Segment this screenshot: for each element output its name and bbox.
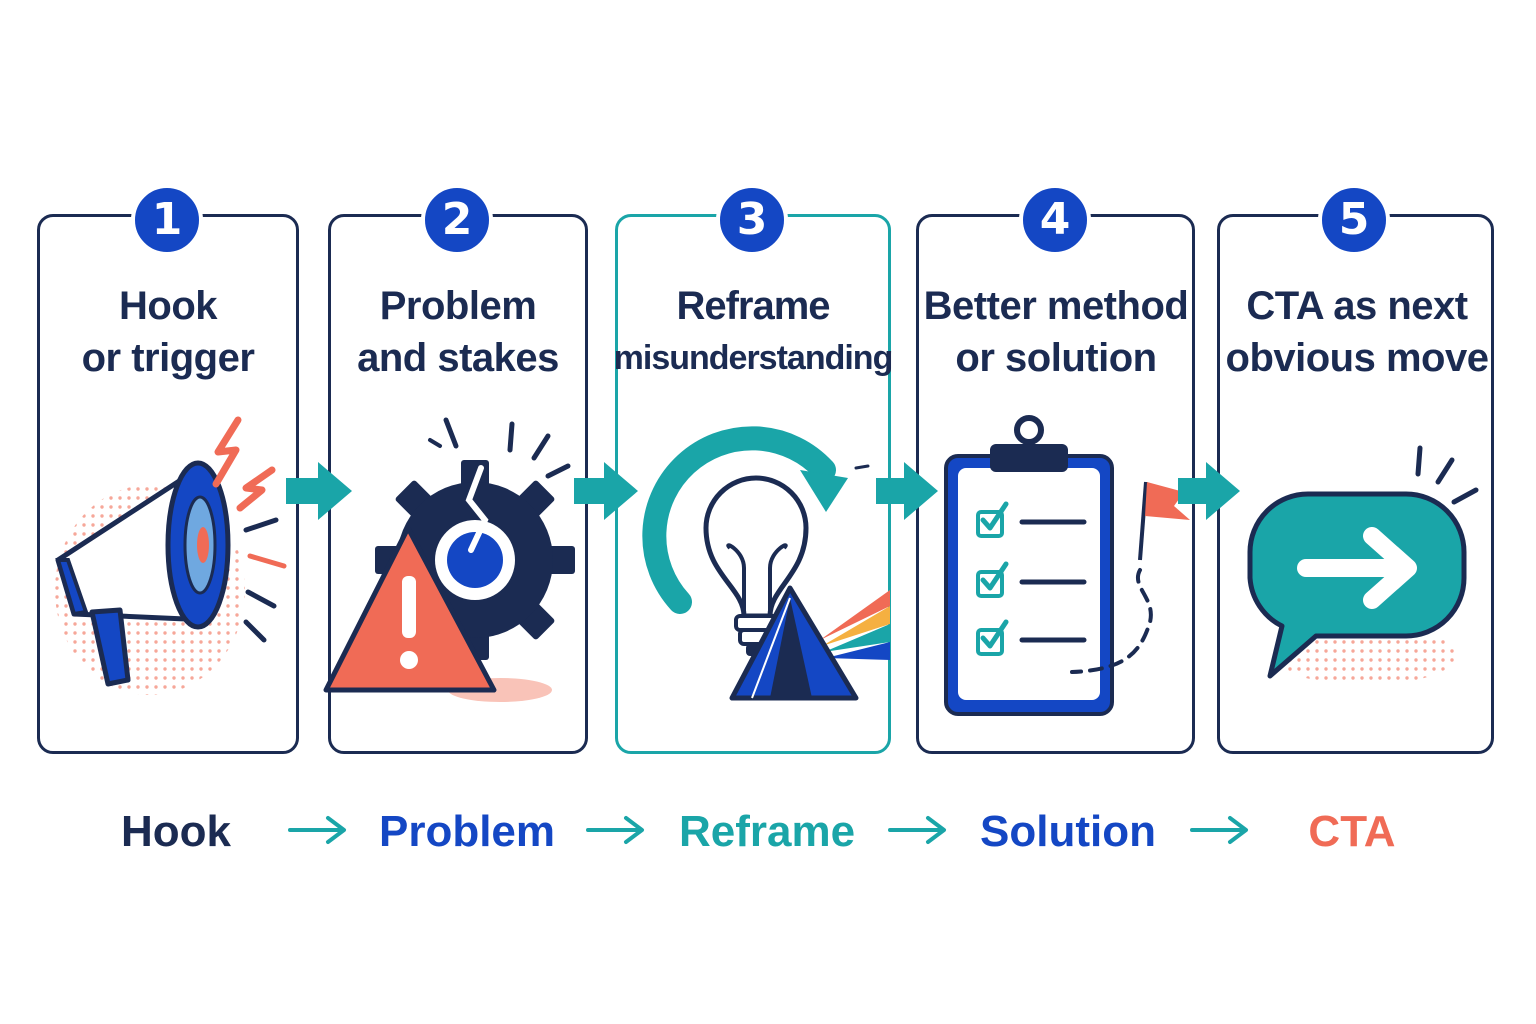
warning-gear-icon xyxy=(323,417,575,702)
step-title-line: or solution xyxy=(955,336,1157,380)
step-title-line: Problem xyxy=(379,284,537,328)
flow-arrow-icon xyxy=(586,816,644,844)
flow-label-problem: Problem xyxy=(378,807,556,856)
step-number-badge: 2 xyxy=(421,184,493,256)
step-number-badge: 1 xyxy=(131,184,203,256)
clipboard-checklist-icon xyxy=(944,415,1190,716)
flow-label-cta: CTA xyxy=(1308,807,1396,856)
step-title: Hook or trigger xyxy=(28,280,308,384)
connector-arrow-icon xyxy=(1178,462,1240,520)
step-title: Reframe misunderstanding xyxy=(613,280,894,384)
connector-arrow-icon xyxy=(574,462,638,520)
flow-label-hook: Hook xyxy=(121,807,231,856)
megaphone-icon xyxy=(55,416,287,695)
step-title-line: or trigger xyxy=(81,336,255,380)
flow-arrow-icon xyxy=(888,816,946,844)
connector-arrow-icon xyxy=(876,462,938,520)
step-title-line: CTA as next xyxy=(1246,284,1468,328)
step-title-line: obvious move xyxy=(1225,336,1489,380)
step-title-line: Hook xyxy=(119,284,218,328)
flow-label-solution: Solution xyxy=(980,807,1156,856)
speech-bubble-arrow-icon xyxy=(1247,445,1479,685)
step-title: CTA as next obvious move xyxy=(1217,280,1497,384)
step-title-line: misunderstanding xyxy=(613,339,894,377)
step-title-line: Better method xyxy=(923,284,1189,328)
step-number-badge: 4 xyxy=(1019,184,1091,256)
lightbulb-prism-icon xyxy=(642,426,890,701)
step-title: Better method or solution xyxy=(916,280,1196,384)
step-title-line: and stakes xyxy=(357,336,559,380)
flow-label-reframe: Reframe xyxy=(678,807,856,856)
flow-arrow-icon xyxy=(288,816,346,844)
connector-arrow-icon xyxy=(286,462,352,520)
step-title-line: Reframe xyxy=(676,284,830,328)
flow-arrow-icon xyxy=(1190,816,1248,844)
step-number-badge: 3 xyxy=(716,184,788,256)
step-title: Problem and stakes xyxy=(318,280,598,384)
step-number-badge: 5 xyxy=(1318,184,1390,256)
